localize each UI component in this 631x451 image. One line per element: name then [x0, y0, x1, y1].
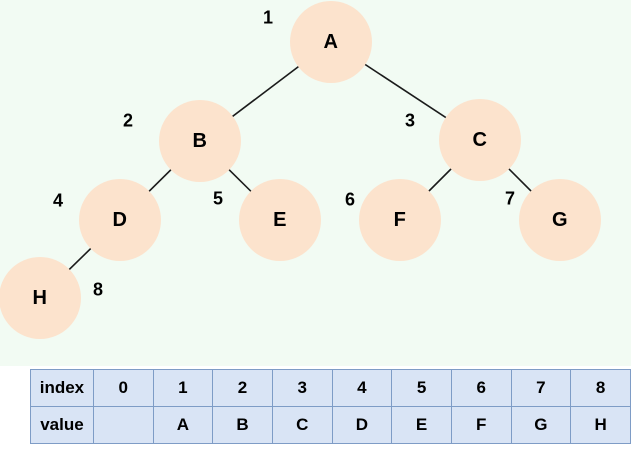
value-row: value A B C D E F G H	[30, 406, 631, 444]
tree-node-d: D	[79, 179, 161, 261]
tree-node-f: F	[359, 179, 441, 261]
value-row-header: value	[30, 406, 94, 444]
value-cell-7: G	[510, 406, 572, 444]
node-label-a: A	[323, 30, 339, 53]
tree-node-h: H	[0, 257, 81, 339]
node-label-f: F	[393, 208, 407, 231]
index-cell-2: 2	[212, 369, 273, 407]
value-cell-8: H	[570, 406, 631, 444]
node-label-g: G	[551, 208, 569, 231]
index-row-header: index	[30, 369, 94, 407]
value-cell-1: A	[152, 406, 214, 444]
tree-node-b: B	[159, 100, 241, 182]
node-index-label-4: 4	[52, 190, 64, 211]
value-cell-4: D	[331, 406, 393, 444]
index-cell-5: 5	[391, 369, 452, 407]
value-cell-0	[92, 406, 154, 444]
node-label-d: D	[112, 208, 128, 231]
value-cell-6: F	[450, 406, 512, 444]
index-cell-0: 0	[92, 369, 154, 407]
tree-node-a: A	[290, 1, 372, 83]
array-representation-table: index 0 1 2 3 4 5 6 7 8 value A B C D E …	[30, 369, 631, 444]
tree-node-e: E	[239, 179, 321, 261]
tree-node-c: C	[439, 99, 521, 181]
value-cell-5: E	[391, 406, 452, 444]
node-index-label-1: 1	[262, 7, 274, 28]
index-cell-3: 3	[271, 369, 333, 407]
value-cell-2: B	[212, 406, 273, 444]
node-label-e: E	[273, 208, 287, 231]
node-index-label-7: 7	[504, 188, 516, 209]
index-cell-4: 4	[331, 369, 393, 407]
index-cell-7: 7	[510, 369, 572, 407]
index-cell-1: 1	[152, 369, 214, 407]
node-index-label-8: 8	[92, 279, 104, 300]
node-index-label-2: 2	[122, 110, 134, 131]
node-index-label-3: 3	[404, 110, 416, 131]
value-cell-3: C	[271, 406, 333, 444]
index-cell-6: 6	[450, 369, 512, 407]
node-label-c: C	[472, 128, 488, 151]
node-label-h: H	[32, 286, 48, 309]
tree-node-g: G	[519, 179, 601, 261]
node-index-label-5: 5	[212, 188, 224, 209]
node-label-b: B	[192, 129, 208, 152]
index-cell-8: 8	[570, 369, 631, 407]
node-index-label-6: 6	[344, 189, 356, 210]
index-row: index 0 1 2 3 4 5 6 7 8	[30, 369, 631, 407]
